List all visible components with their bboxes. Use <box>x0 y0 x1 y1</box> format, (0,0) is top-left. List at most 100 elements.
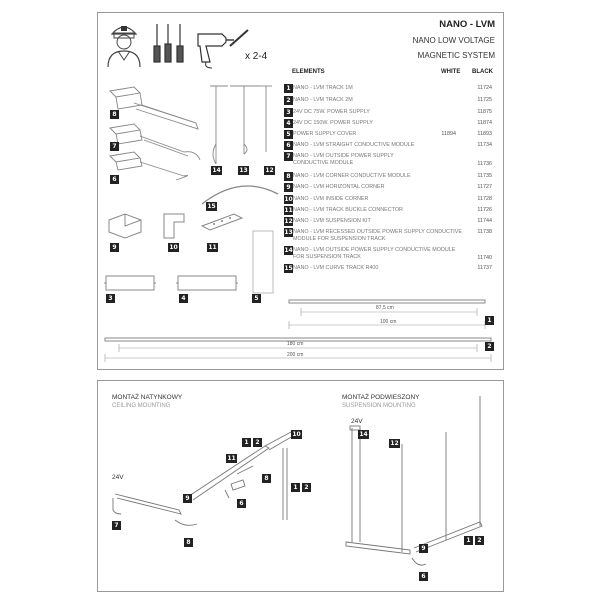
mounting-panel <box>97 380 504 592</box>
row-badge: 12 <box>284 217 293 226</box>
elements-panel <box>97 12 504 370</box>
suspension-badge-1: 1 <box>464 536 473 545</box>
row-name: NANO - LVM RECESSED OUTSIDE POWER SUPPLY… <box>293 229 462 235</box>
track-2m-inner-length: 180 cm <box>287 341 304 347</box>
track-2m-length: 200 cm <box>287 352 304 358</box>
row-name: NANO - LVM SUSPENSION KIT <box>293 218 371 224</box>
suspension-mounting-drawing <box>345 396 483 566</box>
row-black: 11744 <box>477 218 492 224</box>
track-2m-drawing <box>104 337 492 362</box>
row-badge: 15 <box>284 264 293 273</box>
row-black: 11875 <box>477 109 492 115</box>
inside-corner-drawing <box>163 213 185 239</box>
part-badge-11: 11 <box>207 243 218 252</box>
row-name: NANO - LVM CURVE TRACK R400 <box>293 265 379 271</box>
horizontal-corner-drawing <box>108 213 142 239</box>
drill-bit-icon <box>229 29 249 47</box>
row-black: 11724 <box>477 85 492 91</box>
ceiling-mounting-title: MONTAŻ NATYNKOWY <box>112 394 183 401</box>
row-name: NANO - LVM TRACK 2M <box>293 97 353 103</box>
row-name: 24V DC 150W. POWER SUPPLY <box>293 120 373 126</box>
row-black: 11738 <box>477 229 492 235</box>
ceiling-badge-2: 2 <box>253 438 262 447</box>
ceiling-badge-2b: 2 <box>302 483 311 492</box>
power-supply-75w-drawing <box>104 275 156 291</box>
part-badge-13: 13 <box>238 166 249 175</box>
column-elements: ELEMENTS <box>292 69 325 75</box>
suspension-voltage: 24V <box>351 418 363 425</box>
row-badge: 6 <box>284 141 293 150</box>
page-title: NANO - LVM <box>439 19 495 30</box>
ceiling-badge-11: 11 <box>226 454 237 463</box>
row-name: POWER SUPPLY COVER <box>293 131 357 137</box>
part-badge-7: 7 <box>110 142 119 151</box>
row-badge: 1 <box>284 84 293 93</box>
part-badge-5: 5 <box>252 294 261 303</box>
track-1m-inner-length: 87,5 cm <box>376 305 394 311</box>
row-white: 11894 <box>441 131 456 137</box>
track-1m-drawing <box>288 299 486 329</box>
row-badge: 10 <box>284 195 293 204</box>
row-badge: 7 <box>284 152 293 161</box>
ceiling-badge-6: 6 <box>237 499 246 508</box>
row-name: NANO - LVM OUTSIDE POWER SUPPLY <box>293 153 394 159</box>
row-name-line2: CONDUCTIVE MODULE <box>293 160 354 166</box>
row-name: NANO - LVM TRACK 1M <box>293 85 353 91</box>
straight-module-drawing <box>109 151 189 181</box>
row-badge: 5 <box>284 130 293 139</box>
column-black: BLACK <box>472 69 493 75</box>
curve-track-drawing <box>201 185 279 205</box>
track-1m-badge: 1 <box>485 316 494 325</box>
suspension-mounting-subtitle: SUSPENSION MOUNTING <box>342 403 416 409</box>
row-name-line2: FOR SUSPENSION TRACK <box>293 254 361 260</box>
ceiling-badge-8: 8 <box>262 474 271 483</box>
row-black: 11735 <box>477 173 492 179</box>
row-black: 11740 <box>477 255 492 261</box>
row-badge: 3 <box>284 108 293 117</box>
ceiling-badge-8b: 8 <box>184 538 193 547</box>
row-black: 11725 <box>477 97 492 103</box>
power-module-drawing <box>109 123 201 161</box>
row-badge: 8 <box>284 172 293 181</box>
power-supply-150w-drawing <box>176 275 238 291</box>
suspension-badge-9: 9 <box>419 544 428 553</box>
ceiling-badge-1: 1 <box>242 438 251 447</box>
row-badge: 2 <box>284 96 293 105</box>
suspension-mounting-title: MONTAŻ PODWIESZONY <box>342 394 420 401</box>
corner-module-drawing <box>109 86 199 130</box>
suspension-badge-14: 14 <box>358 430 369 439</box>
row-name: 24V DC 75W. POWER SUPPLY <box>293 109 370 115</box>
part-badge-15: 15 <box>206 202 217 211</box>
row-name-line2: MODULE FOR SUSPENSION TRACK <box>293 236 386 242</box>
ceiling-badge-7: 7 <box>112 521 121 530</box>
suspension-badge-2: 2 <box>475 536 484 545</box>
part-badge-4: 4 <box>179 294 188 303</box>
ceiling-badge-9: 9 <box>183 494 192 503</box>
row-name: NANO - LVM HORIZONTAL CORNER <box>293 184 385 190</box>
subtitle-1: NANO LOW VOLTAGE <box>412 36 495 45</box>
ceiling-badge-1b: 1 <box>291 483 300 492</box>
subtitle-2: MAGNETIC SYSTEM <box>417 51 495 60</box>
part-badge-12: 12 <box>264 166 275 175</box>
part-badge-6: 6 <box>110 175 119 184</box>
worker-icon <box>107 26 141 68</box>
part-badge-3: 3 <box>106 294 115 303</box>
part-badge-8: 8 <box>110 110 119 119</box>
part-badge-9: 9 <box>110 243 119 252</box>
ceiling-badge-10: 10 <box>291 430 302 439</box>
row-black: 11728 <box>477 196 492 202</box>
row-name: NANO - LVM INSIDE CORNER <box>293 196 369 202</box>
row-black: 11727 <box>477 184 492 190</box>
column-white: WHITE <box>441 69 461 75</box>
row-badge: 9 <box>284 183 293 192</box>
